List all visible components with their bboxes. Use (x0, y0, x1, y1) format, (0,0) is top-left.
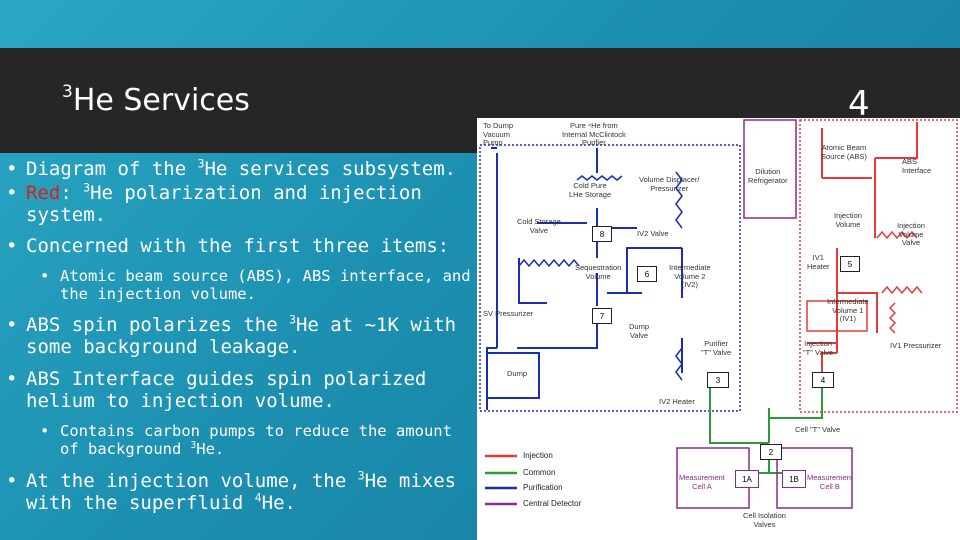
volume-displacer-label: Volume Displacer/ Pressurizer (639, 175, 700, 193)
iv1-pressurizer-label: IV1 Pressurizer (890, 341, 942, 350)
to-dump-label: To Dump Vacuum Pump (483, 121, 514, 147)
node-2: 2 (760, 444, 782, 460)
legend-purification: Purification (523, 483, 563, 492)
node-1a: 1A (735, 470, 759, 488)
bullet-3: •Concerned with the first three items: (6, 235, 450, 257)
cold-storage-valve-label: Cold Storage Valve (517, 217, 561, 235)
iv2-heater-label: IV2 Heater (659, 397, 695, 406)
cold-pure-label: Cold Pure LHe Storage (569, 181, 612, 199)
bullet-6: •At the injection volume, the 3He mixes … (6, 468, 457, 514)
abs-interface-label: ABS Interface (902, 157, 932, 175)
sv-pressurizer-label: SV Pressurizer (483, 309, 534, 318)
measurement-cell-a-label: Measurement Cell A (679, 473, 725, 491)
dump-valve-label: Dump Valve (629, 322, 650, 340)
bullet-1: •Diagram of the 3He services subsystem. (6, 156, 457, 180)
bullet-3a: •Atomic beam source (ABS), ABS interface… (40, 267, 471, 303)
legend-common: Common (523, 468, 556, 477)
bullet-4: •ABS spin polarizes the 3He at ~1K with … (6, 312, 457, 358)
node-7: 7 (592, 308, 612, 324)
node-4: 4 (812, 372, 834, 388)
bullet-2: •Red: 3He polarization and injection sys… (6, 180, 422, 226)
node-5: 5 (840, 256, 860, 272)
legend-central-detector: Central Detector (523, 499, 582, 508)
bullet-list: •Diagram of the 3He services subsystem. … (6, 158, 476, 514)
cell-isolation-valves-label: Cell Isolation Valves (743, 511, 786, 529)
measurement-cell-b-label: Measurement Cell B (807, 473, 853, 491)
slide-number: 4 (848, 84, 870, 124)
node-3: 3 (707, 372, 729, 388)
slide-title: 3He Services (62, 82, 250, 118)
diagram-lines (479, 119, 958, 509)
node-1b: 1B (782, 470, 806, 488)
intermediate-volume-1-label: Intermediate Volume 1 (IV1) (827, 297, 869, 323)
iv2-valve-label: IV2 Valve (637, 229, 669, 238)
injection-t-valve-label: Injection "T" Valve (803, 339, 834, 357)
cell-t-valve-label: Cell "T" Valve (795, 425, 841, 434)
node-8: 8 (592, 226, 612, 242)
dilution-refrigerator-label: Dilution Refrigerator (748, 167, 788, 185)
purifier-t-valve-label: Purifier "T" Valve (701, 339, 732, 357)
injection-volume-valve-label: Injection Volume Valve (897, 221, 925, 247)
sequestration-label: Sequestration Volume (575, 263, 622, 281)
bullet-5: •ABS Interface guides spin polarized hel… (6, 368, 427, 412)
dump-label: Dump (507, 369, 528, 378)
bullet-5a: •Contains carbon pumps to reduce the amo… (40, 422, 452, 458)
injection-volume-label: Injection Volume (834, 211, 862, 229)
iv1-heater-label: IV1 Heater (807, 253, 830, 271)
services-diagram: To Dump Vacuum Pump Pure ⁴He from Intern… (477, 118, 960, 540)
node-6: 6 (637, 266, 657, 282)
legend-injection: Injection (523, 451, 553, 460)
pure-he-label: Pure ⁴He from Internal McClintock Purifi… (562, 121, 626, 147)
intermediate-volume-2-label: Intermediate Volume 2 (IV2) (669, 263, 711, 289)
abs-label: Atomic Beam Source (ABS) (821, 143, 867, 161)
